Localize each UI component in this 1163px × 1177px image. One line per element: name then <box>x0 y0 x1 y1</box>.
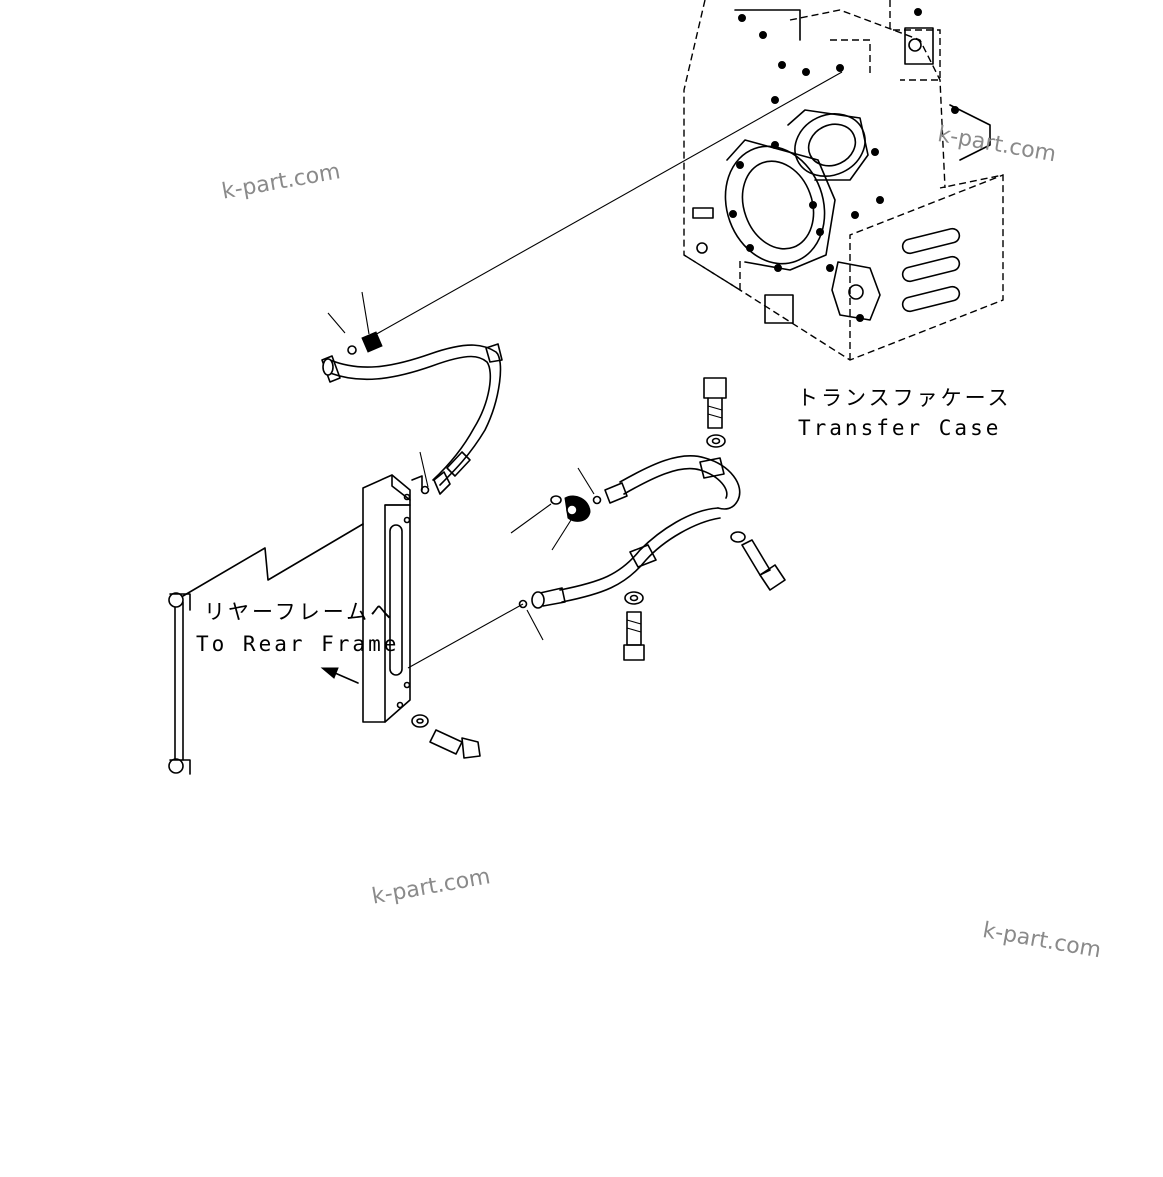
transfer-case-label-en: Transfer Case <box>798 416 1002 440</box>
transfer-case <box>683 0 1004 361</box>
rear-frame-tube <box>168 523 364 775</box>
rear-frame-label-en: To Rear Frame <box>196 632 400 656</box>
rear-frame-label-jp: リヤーフレームへ <box>204 600 395 624</box>
bracket-bolt <box>411 714 481 759</box>
upper-hose <box>321 291 503 495</box>
clamp-bolt-bottom <box>623 591 645 661</box>
transfer-case-label-jp: トランスファケース <box>797 386 1012 410</box>
clamp-bolt-right <box>730 531 786 591</box>
lower-hose <box>518 507 721 641</box>
direction-arrow <box>320 667 359 684</box>
hose-bracket <box>362 474 423 723</box>
leader-to-transfer-case <box>372 71 843 337</box>
elbow-hose <box>510 454 741 551</box>
clamp-bolt-top <box>703 377 727 448</box>
